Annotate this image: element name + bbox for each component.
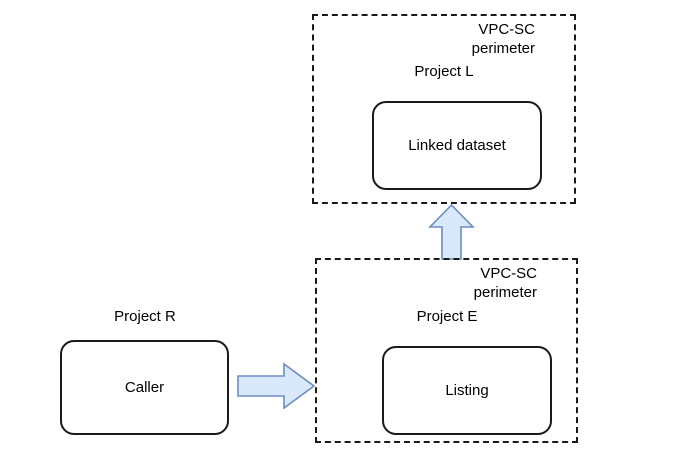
- project-label-r: Project R: [114, 308, 176, 325]
- node-linked-dataset[interactable]: Linked dataset: [372, 101, 542, 190]
- node-caller-label: Caller: [124, 378, 165, 396]
- vpc-sc-perimeter-label-lower: VPC-SC perimeter: [473, 265, 537, 301]
- project-label-e: Project E: [416, 308, 478, 325]
- vpc-sc-perimeter-lower: [315, 258, 578, 443]
- project-label-l: Project L: [414, 63, 474, 80]
- arrow-caller-to-listing: [237, 362, 315, 410]
- node-listing[interactable]: Listing: [382, 346, 552, 435]
- node-listing-label: Listing: [445, 381, 489, 399]
- vpc-sc-perimeter-upper: [312, 14, 576, 204]
- node-linked-dataset-label: Linked dataset: [408, 136, 506, 154]
- vpc-sc-perimeter-label-upper: VPC-SC perimeter: [471, 21, 535, 57]
- node-caller[interactable]: Caller: [60, 340, 229, 435]
- arrow-listing-to-linked-dataset: [428, 204, 475, 260]
